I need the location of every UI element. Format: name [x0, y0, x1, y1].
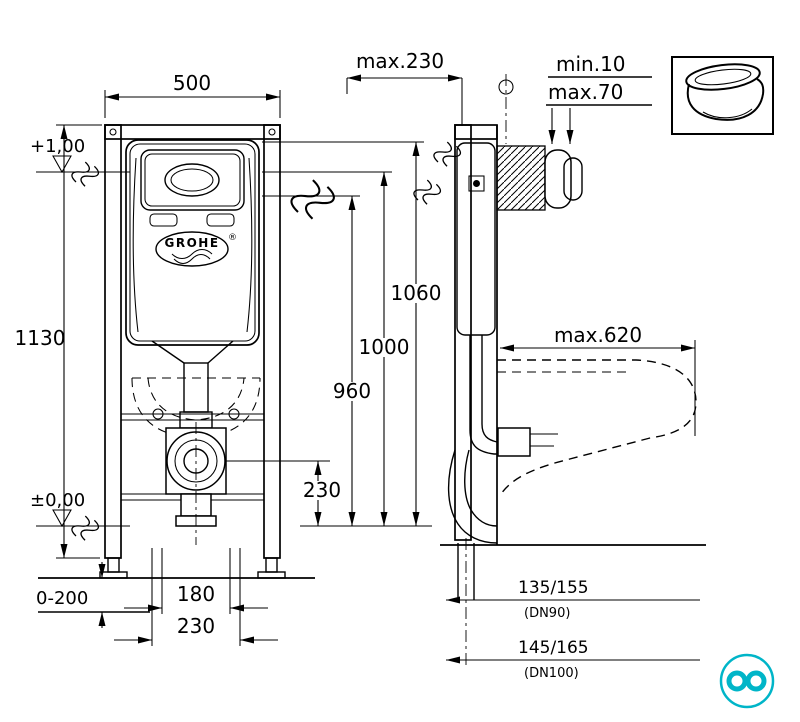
dim-1000: 1000 [356, 172, 413, 526]
dim-min-label: min.10 [556, 52, 626, 76]
vendor-logo-ring [719, 653, 775, 709]
dim-height-label: 1130 [15, 326, 66, 350]
level-floor-label: ±0,00 [30, 490, 85, 511]
dim-1000-label: 1000 [359, 335, 410, 359]
dim-depth-label: max.230 [356, 49, 444, 73]
level-mark-floor: ±0,00 [30, 490, 130, 544]
dn100-label: (DN100) [524, 666, 579, 681]
grohe-brand-text: GROHE [164, 236, 219, 250]
bowl-outline-side [497, 359, 697, 495]
cistern-body [125, 139, 260, 346]
dim-drain-dn100: 145/165 (DN100) [446, 638, 700, 681]
dim-1060: 1060 [388, 142, 445, 526]
frame-foot-right [265, 557, 278, 573]
flush-pipe [183, 362, 209, 413]
registered-mark: ® [228, 233, 237, 243]
height-dims: 230 960 1000 1060 [225, 141, 445, 527]
side-view: max.230 min.10 max.70 max.620 [346, 49, 706, 681]
front-view: GROHE ® [15, 71, 445, 646]
dim-960-label: 960 [333, 379, 371, 403]
waste-bend [447, 449, 498, 666]
flush-button [164, 163, 220, 197]
vendor-logo-right-circle [745, 670, 767, 692]
dim-dn90-label: 135/155 [518, 578, 589, 598]
actuator-button [544, 149, 572, 209]
toilet-icon [685, 63, 765, 121]
bottom-dims: 0-200 180 230 [36, 548, 278, 646]
dim-width: 500 [104, 71, 281, 118]
dim-width-label: 500 [173, 71, 211, 95]
dim-bowl-depth-label: max.620 [554, 323, 642, 347]
dim-outlet-height-label: 230 [303, 478, 341, 502]
dim-230-bottom: 230 [114, 548, 278, 646]
mount-rod-right [228, 408, 240, 420]
dim-230-bottom-label: 230 [177, 614, 215, 638]
level-top-label: +1,00 [30, 136, 85, 157]
frame-foot-left [107, 557, 120, 573]
vendor-logo-left-circle [726, 670, 748, 692]
grohe-logo: GROHE ® [155, 231, 237, 267]
side-cistern [456, 142, 498, 455]
fixing-point [468, 175, 485, 192]
mount-rod-left [152, 408, 164, 420]
dim-dn100-label: 145/165 [518, 638, 589, 658]
toilet-icon-box [671, 56, 774, 135]
frame-left-rail [104, 124, 122, 559]
dim-outlet-height: 230 [299, 461, 346, 526]
dim-max-label: max.70 [548, 80, 623, 104]
dim-wall-finish: min.10 max.70 [546, 52, 652, 144]
frame-bolt-left [109, 128, 117, 136]
dim-depth: max.230 [346, 49, 514, 144]
frame-right-rail [263, 124, 281, 559]
dim-180-label: 180 [177, 582, 215, 606]
dim-960: 960 [329, 196, 376, 526]
dim-1060-label: 1060 [391, 281, 442, 305]
level-mark-top: +1,00 [30, 136, 130, 190]
outlet-assembly [165, 422, 227, 545]
flush-plate [140, 149, 245, 211]
dim-bowl-depth: max.620 [500, 323, 696, 436]
dim-drain-dn90: 135/155 (DN90) [446, 578, 700, 621]
cistern: GROHE ® [125, 139, 260, 429]
frame-top-bar [104, 124, 281, 140]
bowl-bracket [497, 427, 531, 457]
dim-foot-range: 0-200 [36, 562, 150, 628]
actuator [496, 145, 583, 211]
dim-height: 1130 [15, 124, 102, 559]
dn90-label: (DN90) [524, 606, 570, 621]
dim-foot-range-label: 0-200 [36, 588, 88, 609]
vendor-logo [719, 653, 775, 709]
bowl-outline-front [131, 377, 261, 439]
frame-bolt-right [268, 128, 276, 136]
actuator-hatched-sleeve [496, 145, 546, 211]
dim-180: 180 [124, 548, 268, 614]
